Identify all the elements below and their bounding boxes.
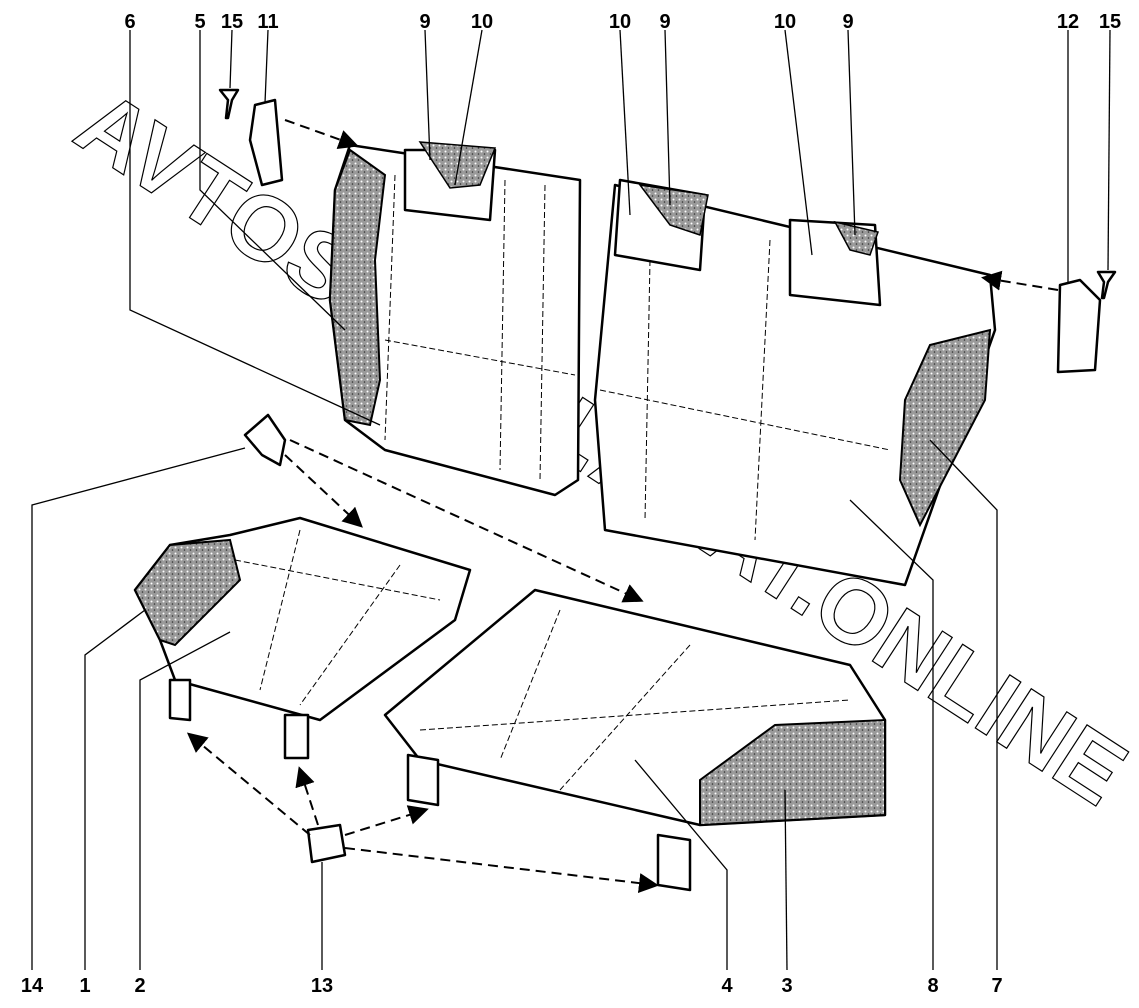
label-9: 9 — [419, 11, 430, 33]
label-6: 6 — [124, 11, 135, 33]
right-backrest — [593, 178, 997, 587]
labels-bottom: 14 1 2 13 4 3 8 7 — [21, 975, 1003, 997]
label-10: 10 — [471, 11, 493, 33]
label-15: 15 — [1099, 11, 1121, 33]
label-9: 9 — [659, 11, 670, 33]
assembly-arrows — [186, 119, 1059, 894]
left-backrest — [328, 141, 582, 497]
left-seat-cushion — [133, 516, 472, 760]
label-10: 10 — [609, 11, 631, 33]
label-8: 8 — [927, 975, 938, 997]
label-15: 15 — [221, 11, 243, 33]
bracket-11 — [248, 98, 284, 187]
labels-top: 6 5 15 11 9 10 10 9 10 9 12 15 — [124, 11, 1121, 33]
label-7: 7 — [991, 975, 1002, 997]
leader-lines — [31, 29, 1111, 971]
clip-13 — [306, 823, 347, 864]
label-2: 2 — [134, 975, 145, 997]
bolt-15-left — [218, 88, 240, 120]
label-12: 12 — [1057, 11, 1079, 33]
label-5: 5 — [194, 11, 205, 33]
label-10: 10 — [774, 11, 796, 33]
right-seat-cushion — [383, 588, 887, 892]
bolt-15-right — [1096, 270, 1117, 300]
bracket-12 — [1056, 278, 1102, 374]
label-14: 14 — [21, 975, 44, 997]
label-11: 11 — [257, 11, 278, 33]
label-13: 13 — [311, 975, 333, 997]
clip-14 — [243, 413, 287, 467]
label-9: 9 — [842, 11, 853, 33]
label-3: 3 — [781, 975, 792, 997]
label-4: 4 — [721, 975, 733, 997]
label-1: 1 — [79, 975, 90, 997]
